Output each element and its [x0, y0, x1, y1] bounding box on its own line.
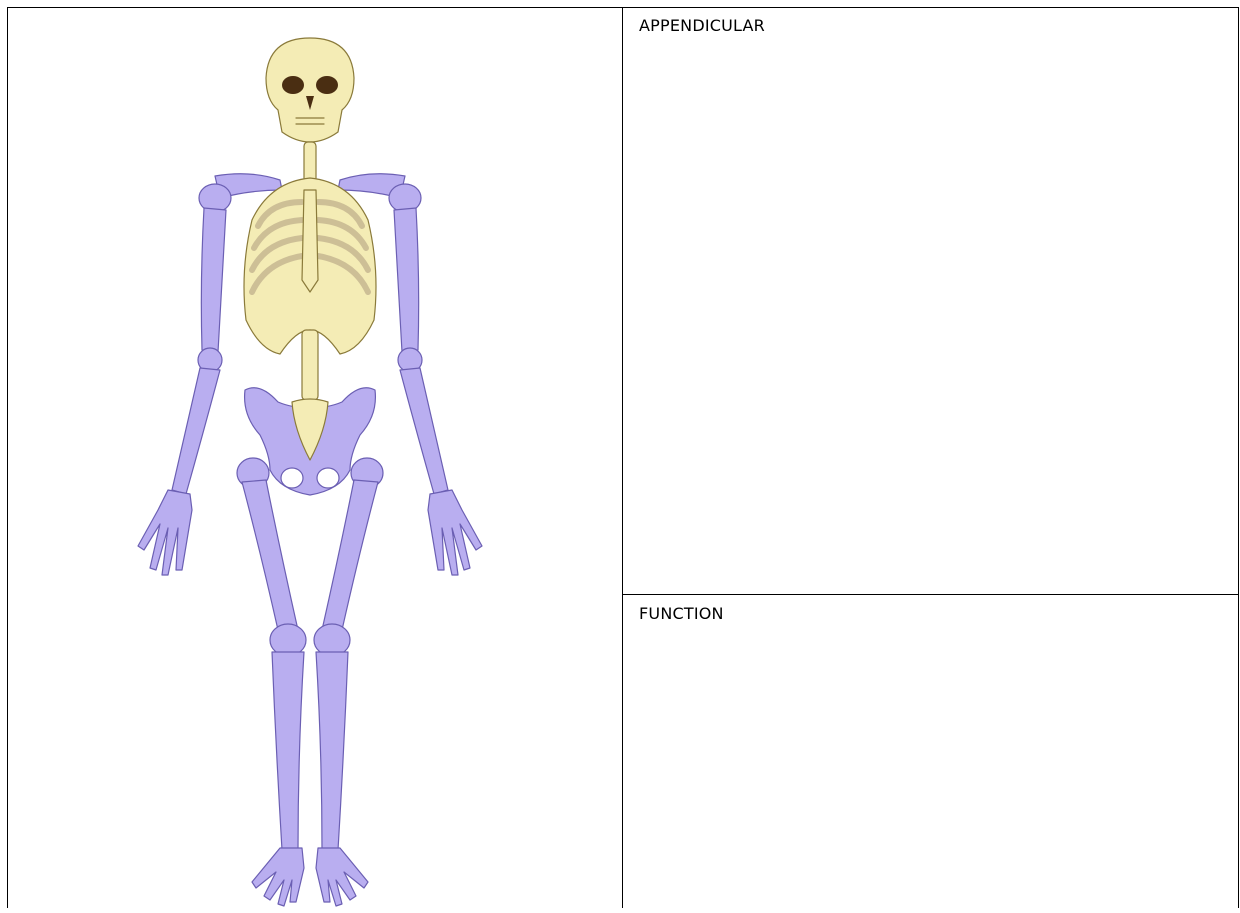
left-eye-socket [282, 76, 304, 94]
cervical-spine [304, 142, 316, 182]
right-knee [314, 624, 350, 656]
left-humerus [201, 208, 226, 352]
appendicular-heading: APPENDICULAR [639, 16, 765, 36]
table-top-border [7, 7, 1239, 8]
right-foot [316, 848, 368, 906]
right-forearm [400, 368, 448, 494]
right-tibia [316, 652, 348, 850]
left-obturator [281, 468, 303, 488]
left-tibia [272, 652, 304, 850]
left-femur [242, 480, 298, 630]
skull [266, 38, 354, 142]
sternum [302, 190, 318, 292]
function-heading: FUNCTION [639, 604, 724, 624]
table-left-border [7, 7, 8, 908]
skeleton-figure [120, 30, 500, 908]
left-knee [270, 624, 306, 656]
right-obturator [317, 468, 339, 488]
left-forearm [172, 368, 220, 494]
right-femur [322, 480, 378, 630]
right-eye-socket [316, 76, 338, 94]
right-hand [428, 490, 482, 575]
skeleton-illustration [120, 30, 500, 908]
table-row-divider [622, 594, 1239, 595]
left-hand [138, 490, 192, 575]
right-humerus [394, 208, 419, 352]
lumbar-spine [302, 330, 318, 400]
table-right-border [1238, 7, 1239, 908]
left-foot [252, 848, 304, 906]
table-column-divider [622, 7, 623, 908]
